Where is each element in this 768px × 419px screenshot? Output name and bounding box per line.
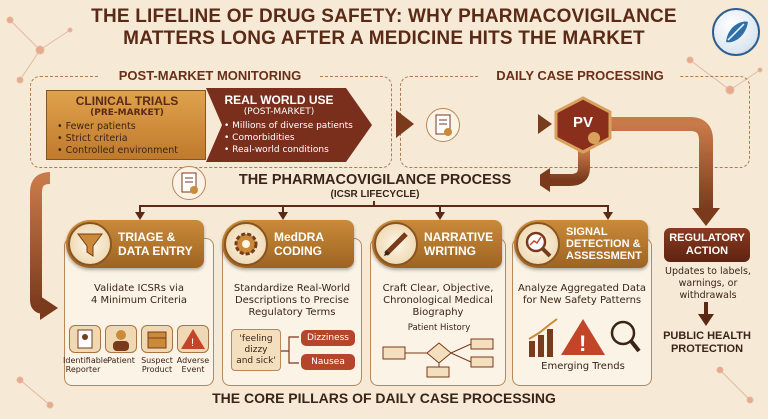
realworld-item: • Real-world conditions: [224, 145, 329, 155]
triage-desc: Validate ICSRs via 4 Minimum Criteria: [90, 283, 188, 306]
process-title-block: THE PHARMACOVIGILANCE PROCESS (ICSR LIFE…: [210, 172, 540, 201]
pen-icon: [374, 222, 418, 266]
gear-icon: [224, 222, 268, 266]
term-nausea: Nausea: [301, 354, 355, 370]
warning-icon: [561, 319, 605, 355]
connector: [281, 336, 299, 364]
realworld-item: • Comorbidities: [224, 133, 295, 143]
criteria-label: Patient: [107, 356, 135, 365]
post-market-label: POST-MARKET MONITORING: [100, 68, 320, 86]
realworld-item: • Millions of diverse patients: [224, 121, 353, 131]
check-icon: [588, 132, 600, 144]
title-line-2: MATTERS LONG AFTER A MEDICINE HITS THE M…: [123, 28, 645, 49]
clinical-item: • Controlled environment: [57, 145, 179, 156]
reporter-icon: [69, 325, 101, 353]
flow-label: Patient History: [407, 323, 471, 333]
flowchart-icon: [382, 338, 494, 378]
magnifier-chart-icon: [516, 222, 560, 266]
term-dizziness: Dizziness: [301, 330, 355, 346]
daily-processing-label: DAILY CASE PROCESSING: [480, 68, 680, 86]
clinical-item: • Fewer patients: [57, 121, 136, 132]
realworld-title: REAL WORLD USE: [224, 93, 334, 107]
clinical-title: CLINICAL TRIALS: [75, 94, 179, 108]
logo: [712, 8, 760, 56]
page-title: THE LIFELINE OF DRUG SAFETY: WHY PHARMAC…: [0, 6, 768, 50]
patient-icon: [105, 325, 137, 353]
document-check-icon: [426, 108, 460, 142]
title-line-1: THE LIFELINE OF DRUG SAFETY: WHY PHARMAC…: [91, 6, 677, 27]
trend-label: Emerging Trends: [541, 361, 625, 372]
pv-badge-label: PV: [572, 114, 593, 131]
pillar-header-triage: TRIAGE &DATA ENTRY: [66, 220, 204, 268]
svg-text:!: !: [191, 337, 194, 349]
clinical-list: • Fewer patients • Strict criteria • Con…: [57, 121, 178, 157]
process-title: THE PHARMACOVIGILANCE PROCESS: [238, 172, 512, 188]
leaf-logo-icon: [726, 21, 748, 43]
funnel-icon: [68, 222, 112, 266]
narrative-desc: Craft Clear, Objective,Chronological Med…: [382, 283, 494, 318]
product-icon: [141, 325, 173, 353]
svg-text:!: !: [579, 331, 586, 356]
adverse-event-icon: !: [177, 325, 209, 353]
clinical-item: • Strict criteria: [57, 133, 128, 144]
realworld-list: • Millions of diverse patients • Comorbi…: [224, 120, 353, 156]
clinical-subtitle: (PRE-MARKET): [90, 108, 164, 118]
document-check-icon: [172, 166, 206, 200]
real-world-box: REAL WORLD USE (POST-MARKET) • Millions …: [214, 90, 364, 160]
real-world-arrow-shape: [206, 88, 372, 162]
clinical-trials-box: CLINICAL TRIALS (PRE-MARKET) • Fewer pat…: [46, 90, 206, 160]
process-subtitle: (ICSR LIFECYCLE): [330, 189, 420, 200]
realworld-subtitle: (POST-MARKET): [243, 107, 315, 117]
footer-caption: THE CORE PILLARS OF DAILY CASE PROCESSIN…: [212, 390, 556, 406]
trend-chart-icon: !: [528, 318, 641, 357]
